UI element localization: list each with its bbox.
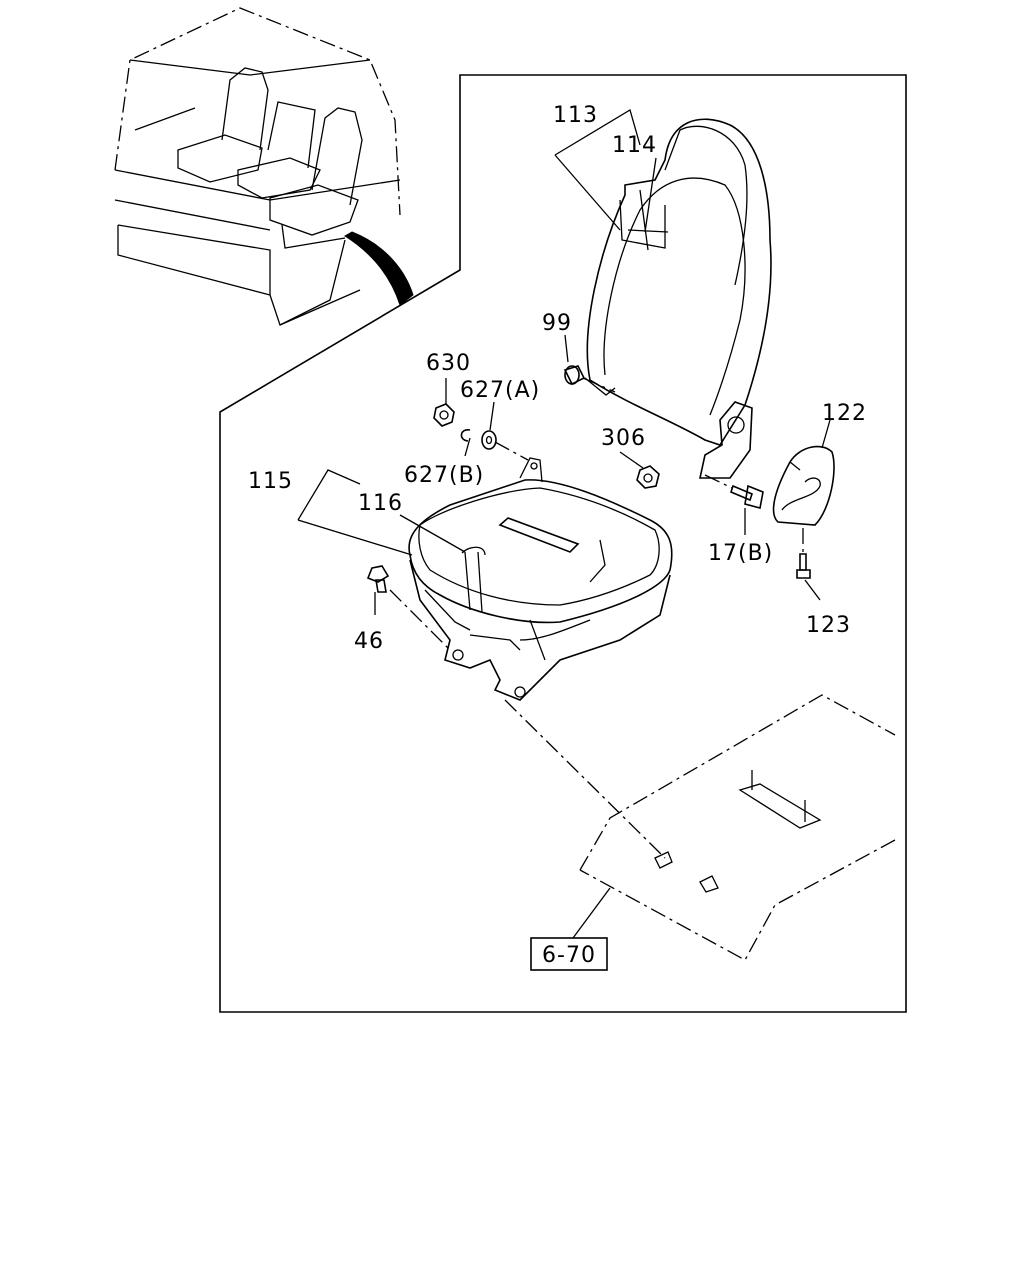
nut-630 — [433, 403, 455, 427]
callout-115: 115 — [248, 469, 293, 494]
callout-17b: 17(B) — [708, 541, 773, 566]
callout-122: 122 — [822, 401, 867, 426]
reference-box[interactable] — [530, 937, 608, 971]
callout-306: 306 — [601, 426, 646, 451]
bolt-46 — [366, 565, 451, 651]
diagram-frame — [219, 74, 907, 1013]
callout-630: 630 — [426, 351, 471, 376]
callout-123: 123 — [806, 613, 851, 638]
callout-114: 114 — [612, 133, 657, 158]
reference-box-label: 6-70 — [542, 943, 596, 968]
inset-pointer-arrow — [344, 231, 414, 306]
callout-46: 46 — [354, 629, 384, 654]
leader-lines — [297, 109, 831, 939]
nut-306 — [636, 465, 660, 489]
snap-ring-627b — [460, 429, 471, 442]
screw-123 — [796, 528, 811, 579]
seat-cushion-assembly — [408, 441, 673, 701]
side-cover-122 — [772, 445, 835, 526]
callout-627a: 627(A) — [460, 378, 540, 403]
seat-back — [584, 118, 772, 479]
cab-inset-illustration — [114, 7, 414, 326]
callout-116: 116 — [358, 491, 403, 516]
floor-panel — [504, 694, 896, 961]
callout-99: 99 — [542, 311, 572, 336]
callout-627b: 627(B) — [404, 463, 484, 488]
washer-627a — [481, 430, 497, 450]
bolt-99 — [563, 365, 616, 393]
callout-113: 113 — [553, 103, 598, 128]
bolt-17b — [704, 474, 764, 509]
